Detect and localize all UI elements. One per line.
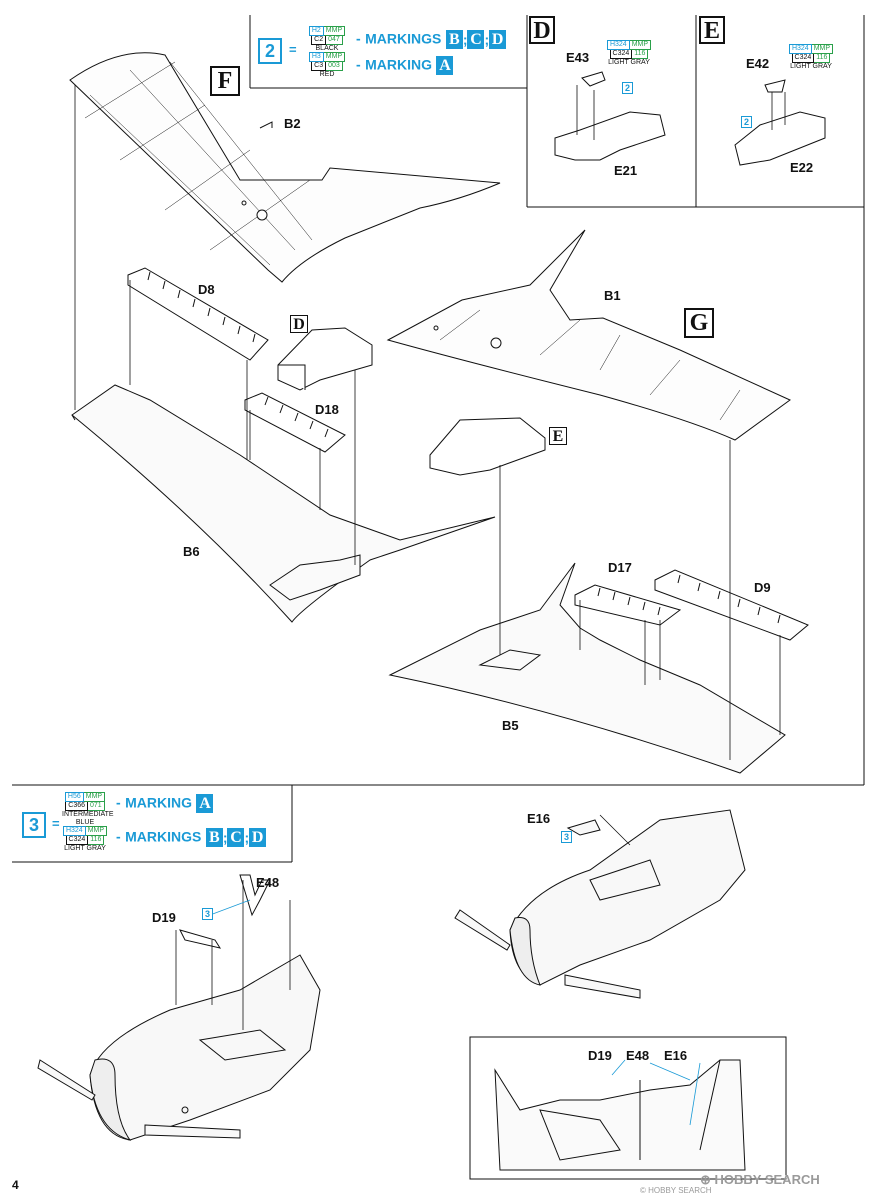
detail-label-e16: E16 (664, 1048, 688, 1063)
part-label-d17: D17 (608, 560, 632, 575)
marking-a-line-3: - MARKING A (116, 794, 214, 813)
box-e-parts (734, 79, 826, 166)
wing-lower-b5 (388, 562, 786, 774)
page-number: 4 (12, 1178, 19, 1192)
frame-lines (12, 15, 865, 1180)
detail-e48-d19 (179, 874, 271, 949)
fuselage-left (37, 954, 321, 1141)
box-d-parts (554, 71, 666, 161)
color-callout-small-3-left: 3 (202, 908, 213, 920)
flap-d18 (244, 392, 346, 453)
part-label-b1: B1 (604, 288, 621, 303)
section-letter-f: F (210, 66, 240, 96)
wing-upper-b2 (69, 52, 501, 283)
color-callout-small-3-right: 3 (561, 831, 572, 843)
part-label-e16: E16 (527, 811, 551, 826)
inset-detail (494, 1059, 746, 1171)
section-letter-d-small: D (290, 315, 308, 333)
part-label-e21: E21 (614, 163, 638, 178)
equals-sign: = (289, 42, 297, 57)
section-letter-g: G (684, 308, 714, 338)
part-label-d18: D18 (315, 402, 339, 417)
section-letter-e-small: E (549, 427, 567, 445)
part-label-e22: E22 (790, 160, 814, 175)
flap-d17 (574, 584, 682, 626)
section-letter-d-box: D (529, 16, 555, 44)
section-letter-e-box: E (699, 16, 725, 44)
part-label-d8: D8 (198, 282, 215, 297)
part-label-b6: B6 (183, 544, 200, 559)
color-callout-small-2-e: 2 (741, 116, 752, 128)
part-label-d9: D9 (754, 580, 771, 595)
marking-a-line: - MARKING A (356, 56, 454, 75)
wing-upper-b1 (386, 229, 791, 441)
part-label-d19: D19 (152, 910, 176, 925)
watermark-note: © HOBBY SEARCH (640, 1186, 712, 1195)
part-label-b2: B2 (284, 116, 301, 131)
part-label-e42: E42 (746, 56, 770, 71)
color-callout-3: 3 (22, 812, 46, 838)
well-d-part (277, 327, 373, 391)
markings-bcd-line-3: - MARKINGS B;C;D (116, 828, 267, 847)
well-e-part (429, 417, 546, 476)
part-label-e43: E43 (566, 50, 590, 65)
color-connectors (209, 899, 701, 1126)
watermark-logo-icon: ⊕ (700, 1172, 715, 1187)
markings-bcd-line: - MARKINGS B;C;D (356, 30, 507, 49)
color-callout-small-2-d: 2 (622, 82, 633, 94)
detail-label-d19: D19 (588, 1048, 612, 1063)
detail-label-e48: E48 (626, 1048, 650, 1063)
wing-lower-b6 (71, 384, 496, 623)
part-label-b5: B5 (502, 718, 519, 733)
color-callout-2: 2 (258, 38, 282, 64)
part-label-e48: E48 (256, 875, 280, 890)
leader-lines (74, 85, 786, 1030)
watermark: ⊕ HOBBY SEARCH (700, 1172, 820, 1187)
flap-d9 (654, 569, 809, 641)
equals-sign-3: = (52, 816, 60, 831)
flap-d8 (127, 267, 269, 361)
fuselage-right (454, 809, 746, 999)
